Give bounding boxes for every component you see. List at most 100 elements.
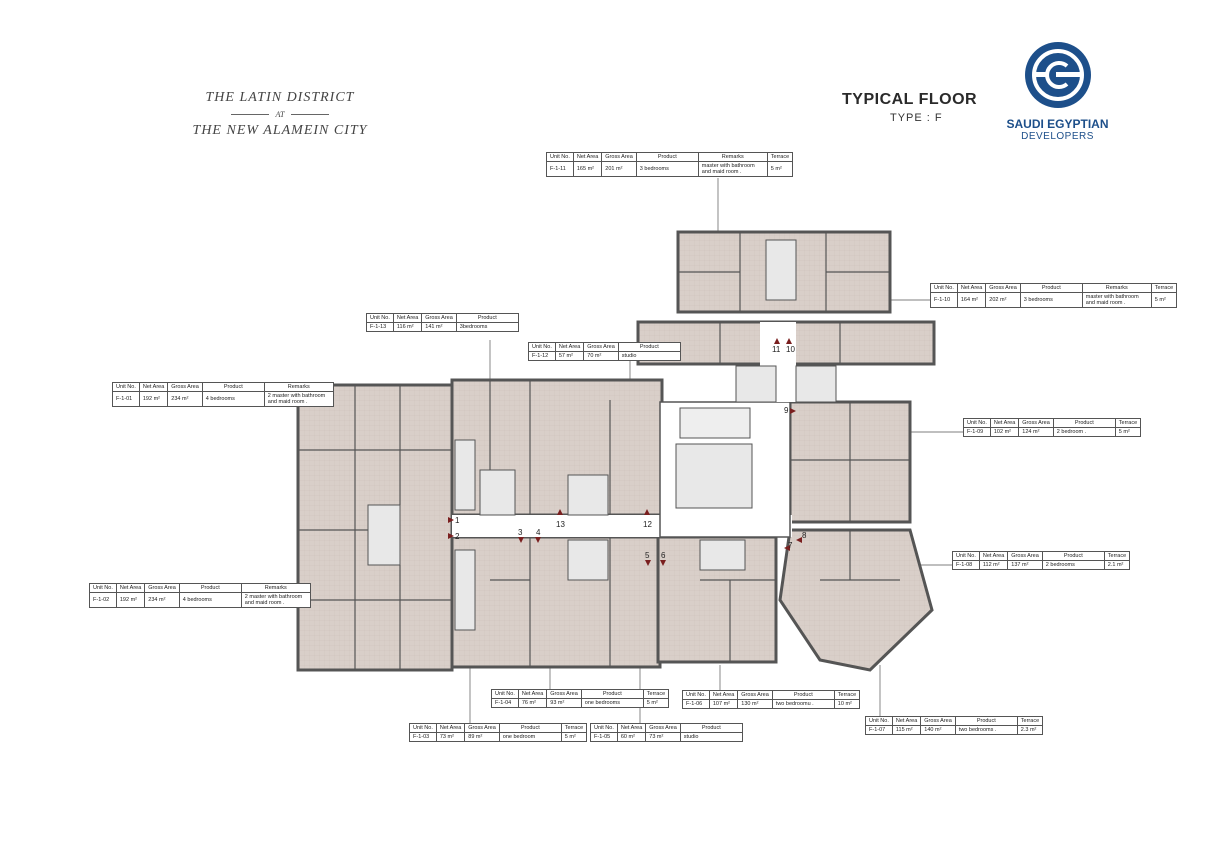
table-cell: 112 m²: [978, 560, 1009, 570]
table-header-cell: Product: [617, 342, 681, 352]
table-header-cell: Terrace: [1114, 418, 1142, 428]
table-cell: one bedroom: [498, 732, 562, 742]
table-cell: 201 m²: [601, 161, 637, 177]
table-header-cell: Remarks: [697, 152, 768, 162]
table-header-cell: Remarks: [1081, 283, 1152, 293]
table-cell: 2.3 m²: [1016, 725, 1044, 735]
door-marker-2: 2: [448, 532, 460, 541]
partitions: [298, 232, 910, 670]
project-title: THE LATIN DISTRICT AT THE NEW ALAMEIN CI…: [180, 90, 380, 139]
table-header-cell: Net Area: [891, 716, 922, 726]
company-logo: SAUDI EGYPTIAN DEVELOPERS: [995, 40, 1120, 142]
svg-text:8: 8: [802, 531, 807, 540]
door-marker-6: 6: [660, 551, 666, 566]
table-cell: 3bedrooms: [455, 322, 519, 332]
svg-text:6: 6: [661, 551, 666, 560]
district-at: AT: [180, 110, 380, 119]
table-header-cell: Product: [1052, 418, 1116, 428]
door-marker-3: 3: [518, 528, 524, 543]
table-header-cell: Terrace: [1103, 551, 1131, 561]
table-cell: two bedrooms .: [954, 725, 1018, 735]
table-header-cell: Product: [771, 690, 835, 700]
svg-text:10: 10: [786, 345, 795, 354]
circulation: [367, 239, 837, 631]
table-cell: two bedroomu .: [771, 699, 835, 709]
table-cell: F-1-13: [366, 322, 394, 332]
svg-text:13: 13: [556, 520, 565, 529]
table-header-cell: Unit No.: [590, 723, 618, 733]
door-marker-8: 8: [796, 531, 807, 543]
table-cell: master with bathroom and maid room .: [1081, 292, 1152, 308]
table-header-cell: Net Area: [115, 583, 146, 593]
door-marker-7: 7: [784, 541, 793, 551]
table-header-cell: Gross Area: [645, 723, 681, 733]
door-marker-4: 4: [535, 528, 541, 543]
table-header-cell: Product: [954, 716, 1018, 726]
table-header-cell: Unit No.: [366, 313, 394, 323]
table-header-cell: Net Area: [435, 723, 466, 733]
door-marker-13: 13: [556, 509, 565, 529]
table-cell: F-1-02: [89, 592, 117, 608]
table-header-cell: Unit No.: [963, 418, 991, 428]
table-cell: 202 m²: [985, 292, 1021, 308]
table-header-cell: Gross Area: [1018, 418, 1054, 428]
table-cell: 137 m²: [1007, 560, 1043, 570]
table-cell: 5 m²: [1114, 427, 1142, 437]
logo-subtitle: DEVELOPERS: [1021, 131, 1094, 142]
table-cell: 5 m²: [560, 732, 588, 742]
table-cell: 5 m²: [1150, 292, 1178, 308]
table-cell: 2 master with bathroom and maid room .: [240, 592, 311, 608]
table-cell: 140 m²: [920, 725, 956, 735]
table-cell: 4 bedrooms: [178, 592, 242, 608]
table-header-cell: Net Area: [956, 283, 987, 293]
door-marker-9: 9: [784, 406, 796, 415]
table-header-cell: Net Area: [554, 342, 585, 352]
table-cell: F-1-08: [952, 560, 980, 570]
table-cell: 73 m²: [645, 732, 681, 742]
table-header-cell: Gross Area: [167, 382, 203, 392]
door-marker-1: 1: [448, 516, 460, 525]
city-name: THE NEW ALAMEIN CITY: [192, 123, 368, 138]
table-header-cell: Gross Area: [144, 583, 180, 593]
door-marker-12: 12: [643, 509, 652, 529]
table-cell: 116 m²: [392, 322, 423, 332]
table-header-cell: Gross Area: [737, 690, 773, 700]
table-header-cell: Net Area: [708, 690, 739, 700]
table-cell: F-1-10: [930, 292, 958, 308]
table-header-cell: Gross Area: [920, 716, 956, 726]
table-header-cell: Terrace: [766, 152, 794, 162]
table-cell: 3 bedrooms: [1019, 292, 1083, 308]
table-header-cell: Net Area: [978, 551, 1009, 561]
table-cell: F-1-12: [528, 351, 556, 361]
svg-text:12: 12: [643, 520, 652, 529]
svg-text:3: 3: [518, 528, 523, 537]
table-cell: 102 m²: [989, 427, 1020, 437]
table-header-cell: Unit No.: [491, 689, 519, 699]
table-cell: one bedrooms: [580, 698, 644, 708]
table-header-cell: Unit No.: [865, 716, 893, 726]
table-header-cell: Unit No.: [952, 551, 980, 561]
floor-type: TYPE : F: [890, 112, 943, 124]
door-markers: 1 2 3 4 5 6 7 8 9 10 11 12 13: [448, 338, 807, 566]
table-cell: 93 m²: [546, 698, 582, 708]
table-header-cell: Net Area: [989, 418, 1020, 428]
